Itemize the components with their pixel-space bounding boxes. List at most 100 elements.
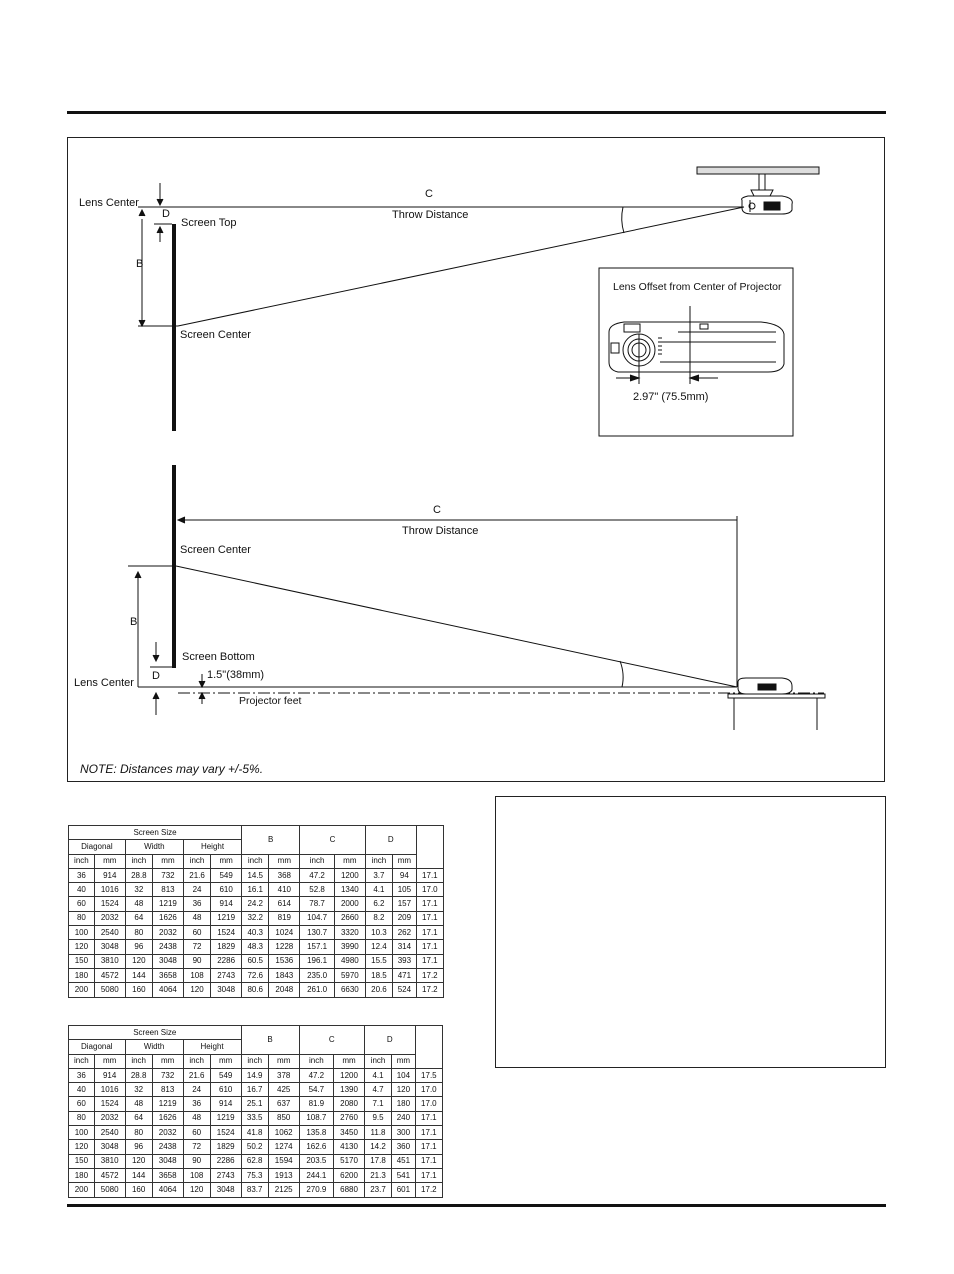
table-cell: 96 — [124, 1139, 153, 1155]
table-cell: 90 — [182, 1153, 211, 1169]
table-cell: 62.8 — [240, 1153, 269, 1169]
top-d-label: D — [162, 208, 170, 220]
table-cell: 209 — [392, 910, 417, 927]
table-cell: 914 — [93, 1067, 126, 1084]
table-cell: 1536 — [268, 953, 301, 969]
table-cell: 157.1 — [299, 939, 335, 955]
table-cell: 3048 — [151, 1153, 184, 1169]
table-cell: 100 — [68, 925, 95, 941]
table-cell: 1340 — [333, 882, 366, 898]
c-header: C — [299, 825, 366, 855]
table-cell: 1062 — [267, 1125, 300, 1141]
table-cell: 4.1 — [363, 1067, 393, 1084]
table-cell: 1843 — [268, 967, 301, 984]
table-cell: 914 — [93, 867, 126, 884]
unit-header: mm — [333, 853, 366, 869]
b-header: B — [241, 825, 301, 855]
height-header: Height — [182, 839, 243, 855]
table-cell: 1524 — [93, 1096, 126, 1112]
table-cell: 60.5 — [241, 953, 270, 969]
table-cell: 130.7 — [299, 925, 335, 941]
table-cell: 549 — [210, 867, 243, 884]
table-cell: 104 — [391, 1067, 416, 1084]
table-cell: 60 — [68, 1096, 95, 1112]
table-cell: 100 — [68, 1125, 95, 1141]
table-cell: 813 — [151, 882, 184, 898]
table-cell: 17.1 — [414, 1139, 444, 1155]
table-cell: 40 — [68, 1082, 95, 1098]
table-cell: 1829 — [210, 939, 243, 955]
table-cell: 1390 — [333, 1082, 365, 1098]
table-cell: 64 — [124, 910, 153, 927]
table-cell: 96 — [124, 939, 153, 955]
unit-header: inch — [363, 1053, 393, 1069]
table-cell: 5080 — [93, 1182, 126, 1198]
table-cell: 6880 — [333, 1182, 365, 1198]
table-cell: 47.2 — [299, 867, 335, 884]
table-cell: 17.1 — [415, 939, 445, 955]
table-cell: 1219 — [151, 896, 184, 912]
table-cell: 1016 — [93, 1082, 126, 1098]
table-cell: 75.3 — [240, 1167, 269, 1184]
unit-header: inch — [298, 1053, 335, 1069]
table-cell: 32.2 — [241, 910, 270, 927]
table-cell: 200 — [68, 982, 95, 998]
table-cell: 1024 — [268, 925, 301, 941]
table-cell: 2286 — [210, 953, 243, 969]
angle-header — [414, 1025, 444, 1069]
table-cell: 819 — [268, 910, 301, 927]
table-projector — [737, 677, 793, 695]
table-cell: 21.3 — [363, 1167, 393, 1184]
table-cell: 120 — [68, 1139, 95, 1155]
screen-bottom-label: Screen Bottom — [182, 651, 255, 663]
table-cell: 270.9 — [298, 1182, 335, 1198]
table-cell: 21.6 — [182, 867, 212, 884]
table-cell: 108 — [182, 1167, 211, 1184]
table-cell: 3658 — [151, 1167, 184, 1184]
table-cell: 36 — [68, 1067, 95, 1084]
table-cell: 5080 — [93, 982, 126, 998]
bottom-c-label: C — [433, 504, 441, 516]
ceiling-mount-pole — [758, 173, 766, 191]
table-cell: 47.2 — [298, 1067, 335, 1084]
projector-feet-label: Projector feet — [239, 695, 302, 707]
table-cell: 17.0 — [414, 1096, 444, 1112]
table-cell: 72 — [182, 939, 212, 955]
table-cell: 17.1 — [415, 925, 445, 941]
table-cell: 2032 — [93, 1110, 126, 1127]
table-cell: 471 — [392, 967, 417, 984]
table-cell: 160 — [124, 1182, 153, 1198]
table-cell: 2540 — [93, 925, 126, 941]
table-cell: 3320 — [333, 925, 366, 941]
table-cell: 144 — [124, 1167, 153, 1184]
unit-header: mm — [392, 853, 417, 869]
table-cell: 24 — [182, 882, 212, 898]
table-cell: 120 — [182, 1182, 211, 1198]
table-cell: 14.5 — [241, 867, 270, 884]
table-cell: 1913 — [267, 1167, 300, 1184]
table-cell: 24 — [182, 1082, 211, 1098]
table-cell: 80 — [124, 925, 153, 941]
table-cell: 601 — [391, 1182, 416, 1198]
table-cell: 300 — [391, 1125, 416, 1141]
width-header: Width — [124, 839, 184, 855]
table-cell: 2286 — [209, 1153, 242, 1169]
top-c-label: C — [425, 188, 433, 200]
table-cell: 1594 — [267, 1153, 300, 1169]
table-cell: 244.1 — [298, 1167, 335, 1184]
ceiling-mount-bracket — [750, 189, 774, 197]
side-panel-box — [495, 796, 886, 1068]
top-screen — [172, 224, 176, 431]
unit-header: inch — [182, 1053, 211, 1069]
bottom-throw-distance-label: Throw Distance — [402, 525, 479, 537]
inset-projector — [608, 306, 785, 384]
table-cell: 104.7 — [299, 910, 335, 927]
table-cell: 200 — [68, 1182, 95, 1198]
table-cell: 48 — [124, 896, 153, 912]
table-cell: 32 — [124, 882, 153, 898]
table-cell: 105 — [392, 882, 417, 898]
